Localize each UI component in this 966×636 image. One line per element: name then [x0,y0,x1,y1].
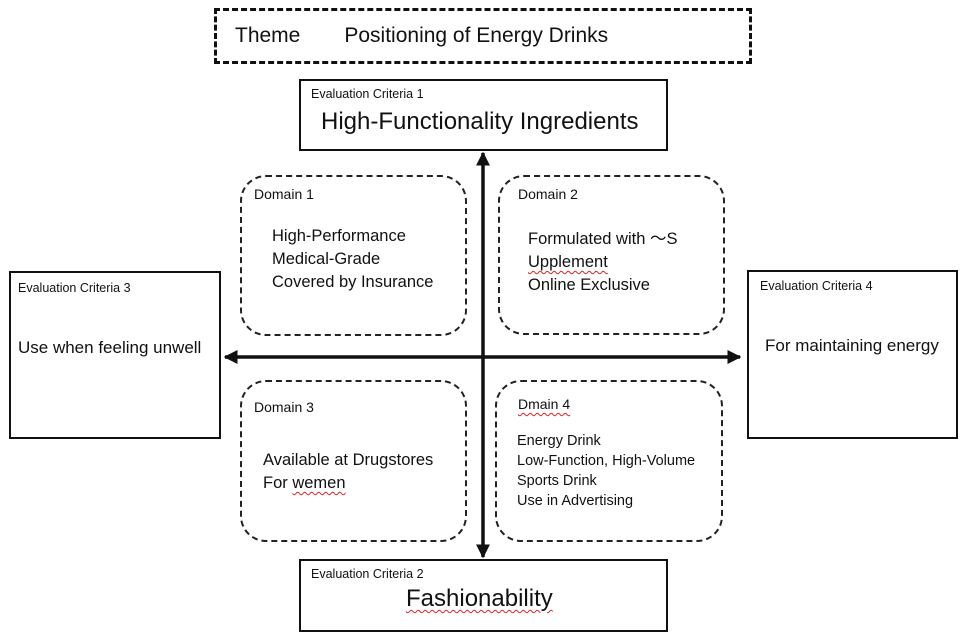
domain-1-item: Medical-Grade [272,250,381,268]
domain-2-item: Upplement [528,253,608,271]
domain-4-item: Energy Drink [517,433,601,449]
theme-box: Theme Positioning of Energy Drinks [214,8,752,64]
domain-2-item: Formulated with ～S [528,230,678,248]
domain-3-box: Domain 3 Available at Drugstores For wem… [240,380,467,542]
domain-3-item-misspelled: wemen [292,474,346,492]
domain-3-item-text: For [263,474,293,492]
criteria-top-text: High-Functionality Ingredients [321,108,639,135]
domain-2-title: Domain 2 [518,186,578,202]
criteria-right-label: Evaluation Criteria 4 [760,279,873,293]
domain-1-item: High-Performance [272,227,406,245]
criteria-bottom-box: Evaluation Criteria 2 Fashionability [299,559,668,632]
domain-1-box: Domain 1 High-Performance Medical-Grade … [240,175,467,336]
criteria-left-box: Evaluation Criteria 3 Use when feeling u… [9,271,221,439]
domain-2-items: Formulated with ～S Upplement Online Excl… [528,228,677,297]
domain-1-title: Domain 1 [254,186,314,202]
criteria-left-label: Evaluation Criteria 3 [18,281,131,295]
domain-3-items: Available at Drugstores For wemen [263,449,433,495]
criteria-right-text: For maintaining energy [765,336,939,355]
criteria-top-box: Evaluation Criteria 1 High-Functionality… [299,79,668,151]
domain-4-item: Use in Advertising [517,493,634,509]
domain-4-items: Energy Drink Low-Function, High-Volume S… [517,431,695,511]
domain-3-item: Available at Drugstores [263,451,434,469]
theme-label: Theme [235,24,301,47]
domain-2-item: Online Exclusive [528,276,650,294]
theme-title: Positioning of Energy Drinks [344,24,609,47]
domain-4-title: Dmain 4 [518,396,571,412]
criteria-top-label: Evaluation Criteria 1 [311,87,424,101]
criteria-bottom-label: Evaluation Criteria 2 [311,567,424,581]
domain-4-item: Sports Drink [517,473,597,489]
domain-3-title: Domain 3 [254,399,314,415]
criteria-right-box: Evaluation Criteria 4 For maintaining en… [747,270,958,439]
criteria-left-text: Use when feeling unwell [18,338,202,357]
domain-4-item: Low-Function, High-Volume [517,453,696,469]
domain-2-box: Domain 2 Formulated with ～S Upplement On… [498,175,725,335]
criteria-bottom-text: Fashionability [406,585,553,612]
domain-1-item: Covered by Insurance [272,273,434,291]
domain-4-box: Dmain 4 Energy Drink Low-Function, High-… [495,380,723,542]
domain-3-item: For wemen [263,472,433,495]
domain-1-items: High-Performance Medical-Grade Covered b… [272,225,433,294]
